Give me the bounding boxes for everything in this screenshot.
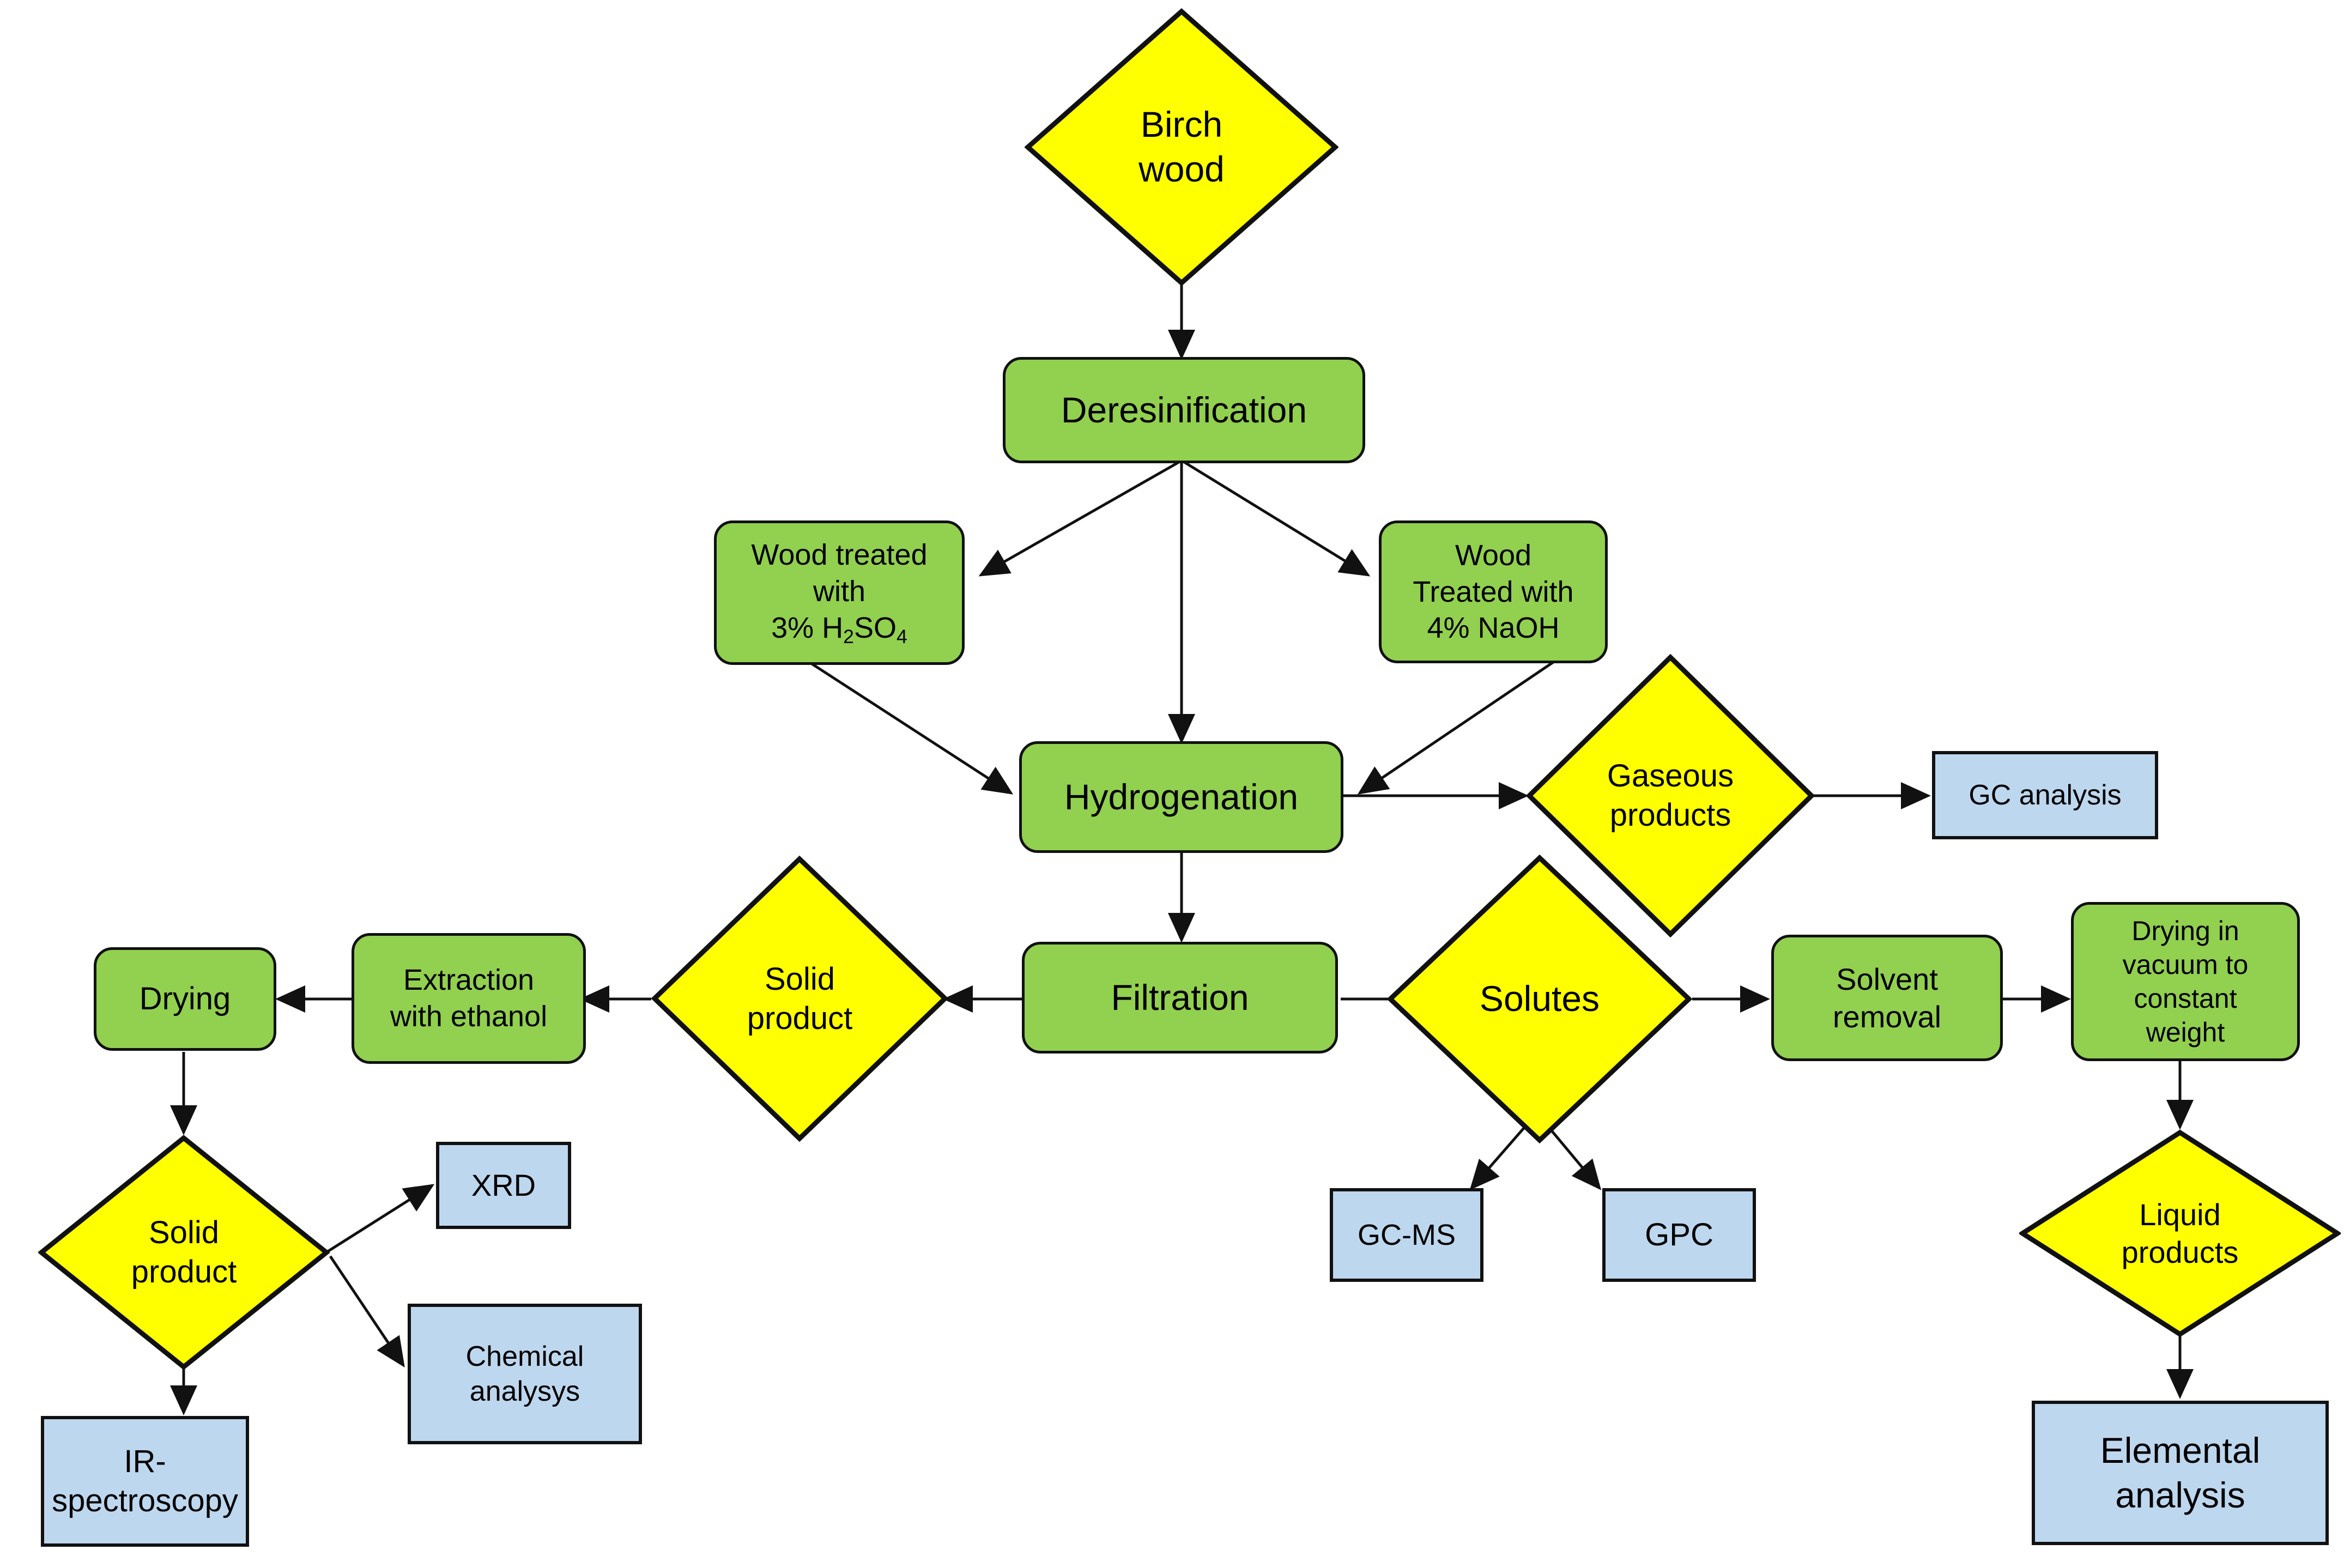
node-label: Drying xyxy=(139,981,231,1017)
node-label: Solid product xyxy=(747,961,853,1036)
node-solid-product-middle[interactable]: Solid product xyxy=(651,856,948,1142)
node-label: Hydrogenation xyxy=(1064,776,1299,817)
node-wood-treated-naoh[interactable]: Wood Treated with 4% NaOH xyxy=(1379,520,1608,663)
node-ir-spectroscopy[interactable]: IR- spectroscopy xyxy=(41,1416,249,1547)
node-label: Gaseous products xyxy=(1607,758,1734,833)
node-label: Deresinification xyxy=(1061,389,1307,430)
node-gaseous-products[interactable]: Gaseous products xyxy=(1526,654,1815,937)
edge-solid-product-2-to-xrd xyxy=(326,1184,435,1254)
node-birch-wood[interactable]: Birch wood xyxy=(1025,8,1338,286)
node-solvent-removal[interactable]: Solvent removal xyxy=(1771,935,2003,1061)
node-label: Solid product xyxy=(131,1215,237,1289)
node-label: Drying in vacuum to constant weight xyxy=(2122,916,2249,1048)
node-extraction-with-ethanol[interactable]: Extraction with ethanol xyxy=(352,933,586,1064)
node-elemental-analysis[interactable]: Elemental analysis xyxy=(2032,1401,2329,1545)
node-chemical-analysys[interactable]: Chemical analysys xyxy=(408,1304,642,1444)
node-label: XRD xyxy=(471,1168,536,1203)
node-label: Elemental analysis xyxy=(2100,1430,2261,1515)
edge-h2so4-to-hydrogenation xyxy=(808,661,1014,795)
node-gc-ms[interactable]: GC-MS xyxy=(1330,1188,1483,1282)
node-label: Filtration xyxy=(1111,977,1249,1018)
node-label: Liquid products xyxy=(2121,1197,2239,1269)
node-label: GC analysis xyxy=(1969,779,2122,811)
node-label: GC-MS xyxy=(1358,1218,1456,1251)
node-drying-in-vacuum[interactable]: Drying in vacuum to constant weight xyxy=(2071,902,2300,1061)
node-xrd[interactable]: XRD xyxy=(436,1142,571,1229)
node-filtration[interactable]: Filtration xyxy=(1022,942,1338,1054)
edge-deresinification-to-naoh xyxy=(1183,461,1371,577)
diamond-shape xyxy=(1025,8,1338,286)
node-label: Birch wood xyxy=(1138,104,1225,189)
node-label: Solvent removal xyxy=(1832,961,1942,1034)
node-drying[interactable]: Drying xyxy=(94,947,276,1051)
diamond-shape xyxy=(1526,654,1815,937)
edge-deresinification-to-h2so4 xyxy=(978,461,1180,577)
node-solid-product-bottom[interactable]: Solid product xyxy=(38,1135,330,1370)
node-deresinification[interactable]: Deresinification xyxy=(1003,357,1365,463)
diamond-shape xyxy=(1387,855,1692,1143)
node-solutes[interactable]: Solutes xyxy=(1387,855,1692,1143)
node-label: GPC xyxy=(1645,1217,1713,1253)
node-gc-analysis[interactable]: GC analysis xyxy=(1932,751,2158,839)
node-label: Extraction with ethanol xyxy=(390,964,548,1033)
edge-naoh-to-hydrogenation xyxy=(1357,661,1554,795)
node-liquid-products[interactable]: Liquid products xyxy=(2019,1129,2341,1337)
edge-solid-product-2-to-chemical xyxy=(329,1255,405,1368)
node-label: Solutes xyxy=(1479,978,1600,1019)
diamond-shape xyxy=(2019,1129,2341,1337)
node-hydrogenation[interactable]: Hydrogenation xyxy=(1019,741,1343,853)
diamond-shape xyxy=(651,856,948,1142)
node-gpc[interactable]: GPC xyxy=(1602,1188,1756,1282)
node-label: Wood Treated with 4% NaOH xyxy=(1413,538,1574,645)
node-label: Chemical analysys xyxy=(465,1340,584,1407)
node-label: IR- spectroscopy xyxy=(52,1444,238,1518)
diamond-shape xyxy=(38,1135,330,1370)
